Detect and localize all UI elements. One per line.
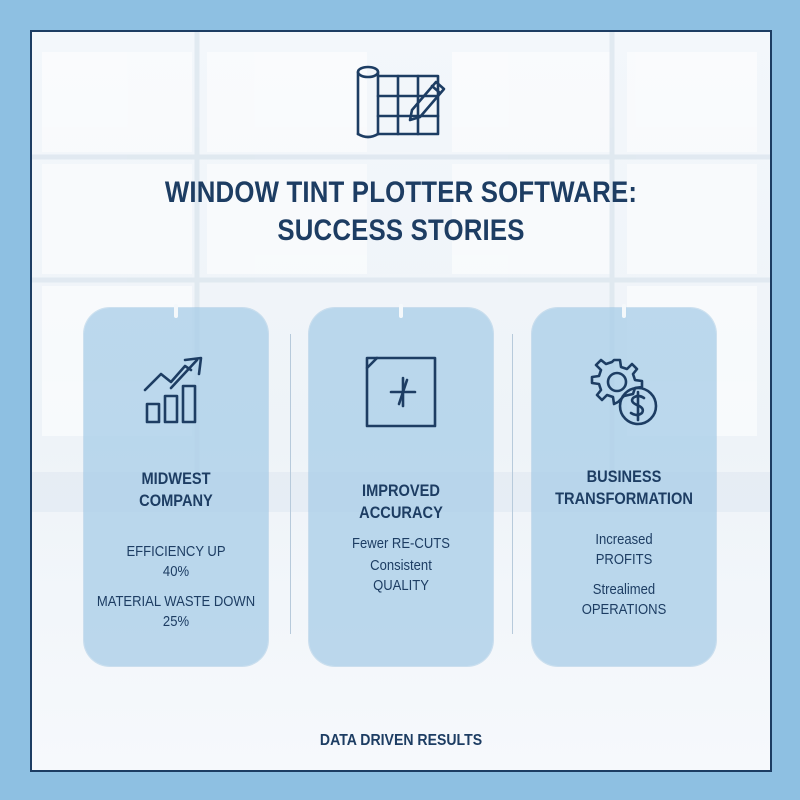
page-title: WINDOW TINT PLOTTER SOFTWARE: SUCCESS ST… [84,174,719,250]
divider-right [512,334,513,634]
card1-stat1-line-1: EFFICIENCY UP [126,544,226,560]
infographic-frame: WINDOW TINT PLOTTER SOFTWARE: SUCCESS ST… [30,30,772,772]
card-business-transformation: BUSINESS TRANSFORMATION Increased PROFIT… [532,304,716,666]
card-hook [399,304,403,318]
precision-crosshair-icon [365,356,437,428]
card3-heading-line-2: TRANSFORMATION [555,489,693,508]
growth-chart-icon [143,356,203,424]
card-midwest-company: MIDWEST COMPANY EFFICIENCY UP 40% MATERI… [84,304,268,666]
card1-stat2-line-2: 25% [162,614,190,630]
film-roll-pencil-icon [356,65,446,139]
card3-point1-line-2: PROFITS [595,552,653,568]
title-line-1: WINDOW TINT PLOTTER SOFTWARE: [164,176,638,209]
card3-heading-line-1: BUSINESS [586,467,662,486]
card-improved-accuracy: IMPROVED ACCURACY Fewer RE-CUTS Consiste… [309,304,493,666]
card1-stat2-line-1: MATERIAL WASTE DOWN [96,594,256,610]
card-hook [622,304,626,318]
footer-tagline: DATA DRIVEN RESULTS [319,732,483,749]
card-hook [174,304,178,318]
card3-point2-line-1: Strealimed [592,582,656,598]
card2-point1: Fewer RE-CUTS [352,536,450,552]
title-line-2: SUCCESS STORIES [277,214,525,247]
card1-heading-line-2: COMPANY [139,491,213,510]
card2-point2-line-2: QUALITY [373,578,429,594]
card2-heading: IMPROVED ACCURACY [359,481,443,522]
card2-point2-line-1: Consistent [370,558,432,574]
gear-dollar-icon [590,358,658,426]
card1-heading-line-1: MIDWEST [141,469,211,488]
card1-stat1-line-2: 40% [162,564,190,580]
card3-point2-line-2: OPERATIONS [581,602,667,618]
divider-left [290,334,291,634]
card3-point1-line-1: Increased [595,532,653,548]
